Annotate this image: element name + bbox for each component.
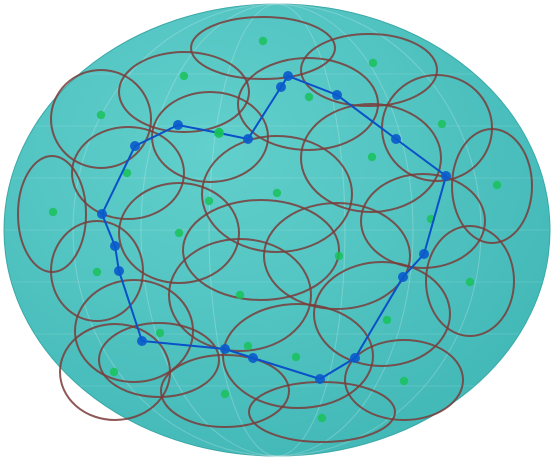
path-node [173, 120, 183, 130]
center-dot [174, 228, 184, 238]
covering-circle [190, 16, 336, 80]
center-dot [334, 251, 344, 261]
boundary-path [97, 71, 451, 384]
covering-circle [300, 103, 442, 213]
covering-circle [118, 182, 240, 284]
center-dot [122, 168, 132, 178]
center-dot [367, 152, 377, 162]
covering-circle [451, 128, 533, 244]
path-node [283, 71, 293, 81]
path-node [97, 209, 107, 219]
covering-circle [74, 279, 194, 383]
grid-longitude [72, 3, 482, 457]
center-dot [382, 315, 392, 325]
center-dot [179, 71, 189, 81]
center-dot [109, 367, 119, 377]
covering-circle [425, 225, 515, 337]
path-node [350, 353, 360, 363]
grid-longitude [140, 3, 414, 457]
covering-circle [201, 135, 353, 253]
path-node [243, 134, 253, 144]
covering-circle [344, 339, 464, 421]
covering-circle [182, 199, 340, 301]
path-line [100, 74, 448, 381]
covering-circle [50, 69, 152, 169]
center-dot [155, 328, 165, 338]
grid-longitude [208, 3, 346, 457]
center-dot [92, 267, 102, 277]
path-node [391, 134, 401, 144]
covering-circle [360, 173, 486, 269]
center-dot [317, 413, 327, 423]
path-node [137, 336, 147, 346]
center-dot [48, 207, 58, 217]
covering-circle [50, 220, 144, 322]
path-node [276, 82, 286, 92]
center-dot [204, 196, 214, 206]
path-node [220, 344, 230, 354]
path-node [419, 249, 429, 259]
path-node [315, 374, 325, 384]
path-node [214, 128, 224, 138]
center-dot [258, 36, 268, 46]
covering-circles [17, 16, 533, 443]
path-node [114, 266, 124, 276]
center-dot [492, 180, 502, 190]
path-node [332, 90, 342, 100]
sphere-grid [4, 3, 550, 457]
center-dot [235, 290, 245, 300]
covering-circle [71, 126, 185, 220]
covering-circle [313, 261, 451, 367]
center-dot [291, 352, 301, 362]
path-node [248, 353, 258, 363]
center-dot [437, 119, 447, 129]
covering-circle [300, 33, 438, 107]
covering-circle [98, 322, 220, 398]
path-node [110, 241, 120, 251]
path-node [130, 141, 140, 151]
covering-circle [160, 354, 290, 428]
center-dot [243, 341, 253, 351]
path-node [441, 171, 451, 181]
center-dot [399, 376, 409, 386]
center-dot [220, 389, 230, 399]
center-dot [304, 92, 314, 102]
covering-circle [168, 238, 312, 352]
center-dot [96, 110, 106, 120]
covering-circle [118, 51, 250, 133]
center-dot [368, 58, 378, 68]
grid-longitude [208, 3, 346, 457]
grid-longitude [140, 3, 414, 457]
center-dot [465, 277, 475, 287]
path-node [398, 272, 408, 282]
grid-longitude [72, 3, 482, 457]
center-dot [272, 188, 282, 198]
covering-circle [263, 202, 411, 310]
